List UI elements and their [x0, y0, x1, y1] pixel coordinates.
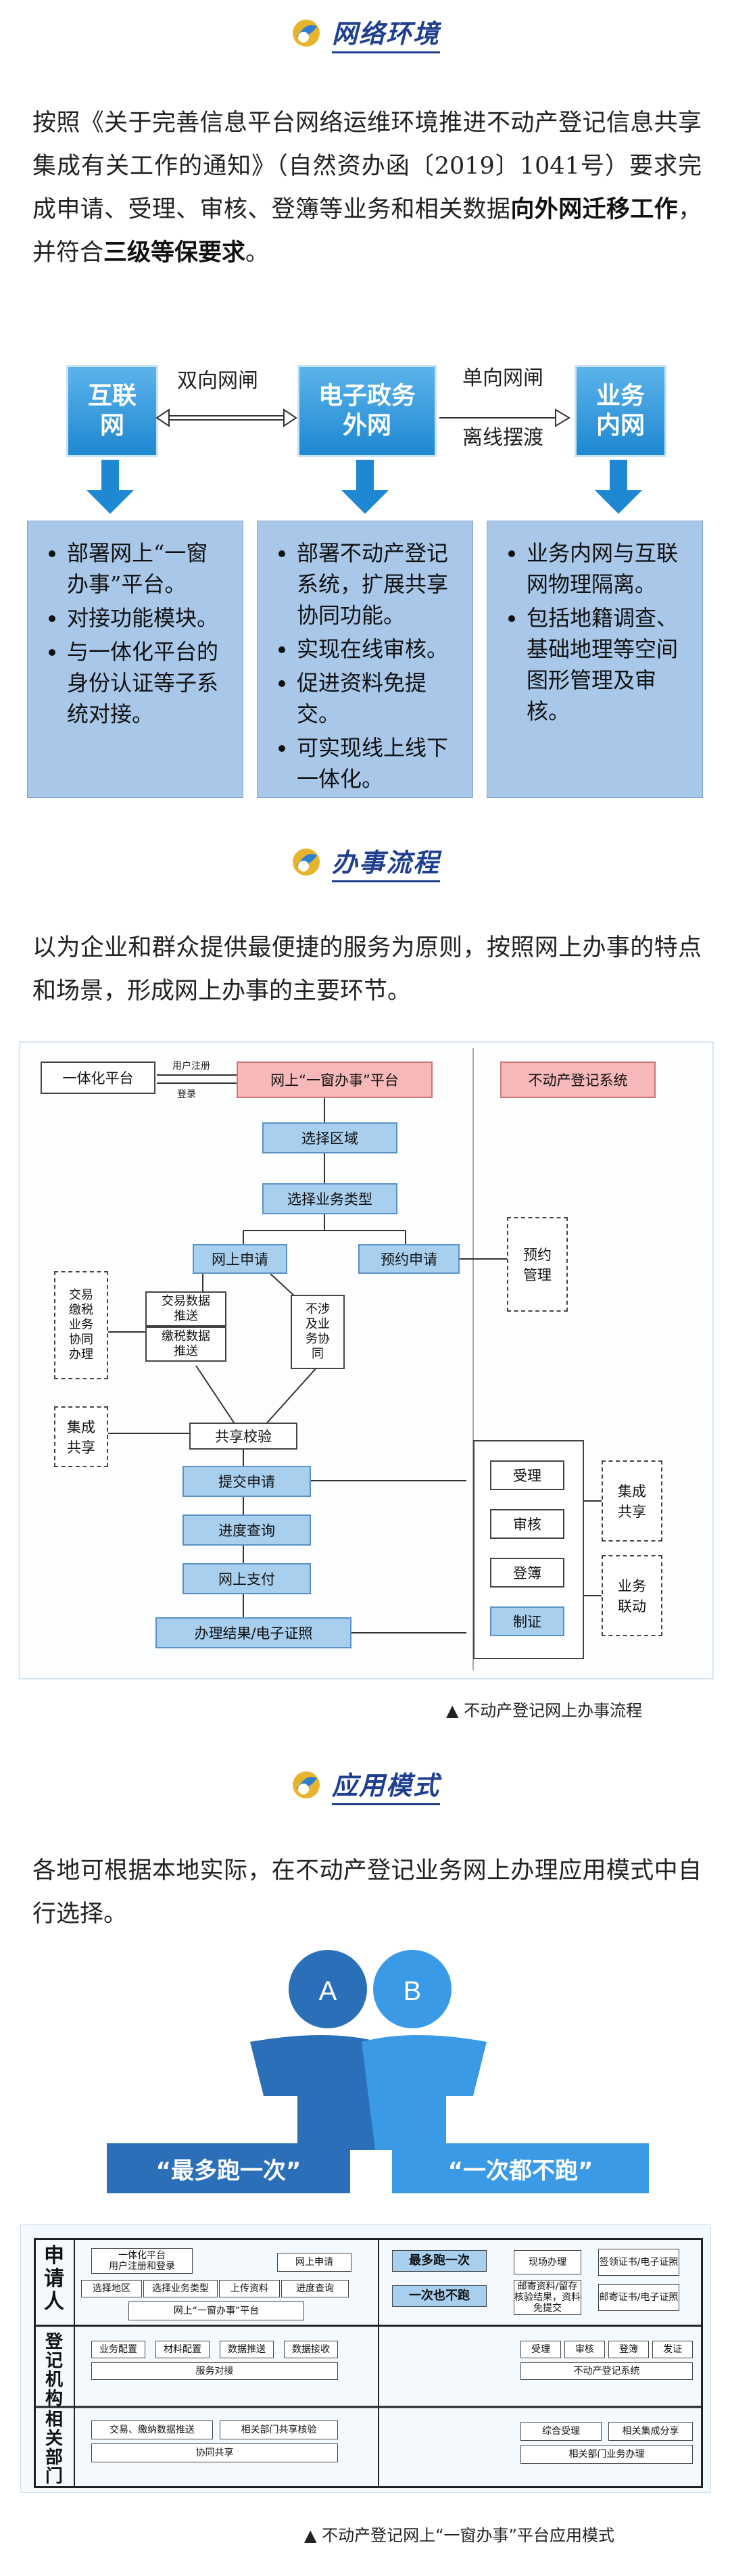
row-label-applicant: 申 请 人 — [44, 2244, 64, 2314]
leaf-logo-icon — [292, 849, 320, 876]
flow-login: 登录 — [177, 1089, 196, 1100]
flow-booking: 预约申请 — [358, 1244, 460, 1274]
mode-scene: 现场办理 — [514, 2250, 581, 2274]
mode-svc: 服务对接 — [91, 2362, 338, 2380]
flow-cert: 制证 — [490, 1606, 564, 1636]
link-label-oneway: 单向网闸 — [462, 366, 543, 390]
mode-data-recv: 数据接收 — [284, 2341, 338, 2358]
mode-accept: 受理 — [520, 2341, 561, 2358]
mode-never: 一次也不跑 — [392, 2285, 487, 2307]
network-links — [155, 408, 570, 427]
flow-integration-share: 集成 共享 — [54, 1406, 108, 1467]
flow-select-region: 选择区域 — [262, 1122, 397, 1153]
flow-yitihua: 一体化平台 — [41, 1062, 155, 1094]
flow-user-reg: 用户注册 — [172, 1061, 210, 1072]
link-label-bidirectional: 双向网闸 — [177, 369, 258, 393]
link-label-offline: 离线摆渡 — [462, 426, 543, 450]
row-label-registry: 登 记 机 构 — [45, 2332, 63, 2409]
flow-not-involved: 不涉 及业 务协 同 — [291, 1295, 345, 1369]
flow-trade-tax: 交易 缴税 业务 协同 办理 — [54, 1271, 108, 1379]
flow-tax-push: 缴税数据 推送 — [145, 1327, 226, 1362]
mode-progress: 进度查询 — [281, 2280, 349, 2297]
mode-bdc: 不动产登记系统 — [520, 2362, 693, 2380]
section-title-network: 网络环境 — [0, 9, 730, 57]
down-arrows — [87, 460, 642, 514]
flow-accept: 受理 — [490, 1460, 564, 1490]
mode-mail-cert: 邮寄证书/电子证照 — [598, 2284, 679, 2311]
internet-box: 互联 网 — [66, 365, 158, 457]
section-title-text: 应用模式 — [331, 1765, 440, 1805]
section-title-process: 办事流程 — [0, 838, 730, 886]
mode-mail: 邮寄资料/留存核验结果，资料免提交 — [514, 2280, 581, 2315]
flow-review: 审核 — [490, 1509, 564, 1539]
banner-most-once: “最多跑一次” — [107, 2143, 350, 2193]
intranet-features: 业务内网与互联网物理隔离。包括地籍调查、基础地理等空间图形管理及审核。 — [487, 521, 703, 798]
mode-data-push: 数据推送 — [220, 2341, 274, 2358]
mode-issue: 发证 — [652, 2341, 693, 2358]
mode-dept-check: 相关部门共享核验 — [220, 2420, 338, 2439]
mode-trade: 交易、缴纳数据推送 — [91, 2420, 213, 2439]
mode-table-dividers — [34, 2238, 703, 2488]
flow-wangshang-platform: 网上“一窗办事”平台 — [237, 1062, 433, 1098]
section-title-text: 办事流程 — [331, 842, 440, 882]
mode-upload: 上传资料 — [219, 2280, 280, 2297]
people-illustration: A B — [250, 1950, 487, 2150]
mode-sel-region: 选择地区 — [81, 2280, 142, 2297]
mode-yitihua: 一体化平台 用户注册和登录 — [91, 2248, 193, 2274]
mode-comp-share: 综合受理 — [520, 2422, 602, 2441]
process-intro-paragraph: 以为企业和群众提供最便捷的服务为原则，按照网上办事的特点和场景，形成网上办事的主… — [32, 934, 702, 1005]
flow-register: 登簿 — [490, 1558, 564, 1588]
mode-mat-cfg: 材料配置 — [155, 2341, 210, 2358]
flow-trade-push: 交易数据 推送 — [145, 1291, 226, 1327]
flow-share-check: 共享校验 — [189, 1423, 297, 1450]
egov-extranet-box: 电子政务 外网 — [297, 365, 437, 457]
mode-platform: 网上“一窗办事”平台 — [128, 2301, 304, 2320]
flow-progress: 进度查询 — [182, 1514, 311, 1546]
leaf-logo-icon — [292, 1771, 320, 1798]
section-title-mode: 应用模式 — [0, 1761, 730, 1809]
mode-intro-paragraph: 各地可根据本地实际，在不动产登记业务网上办理应用模式中自行选择。 — [32, 1857, 702, 1928]
mode-sign: 签领证书/电子证照 — [598, 2249, 679, 2276]
mode-sel-type: 选择业务类型 — [143, 2280, 218, 2297]
mode-register: 登簿 — [608, 2341, 649, 2358]
mode-review: 审核 — [564, 2341, 605, 2358]
extranet-features: 部署不动产登记系统，扩展共享协同功能。实现在线审核。促进资料免提交。可实现线上线… — [257, 521, 473, 798]
mode-table — [34, 2238, 703, 2488]
mode-dept-int: 相关集成分享 — [608, 2422, 693, 2441]
flow-booking-mgmt: 预约 管理 — [507, 1217, 568, 1312]
flowchart-lines — [108, 1048, 602, 1670]
flow-bdc-system: 不动产登记系统 — [500, 1062, 656, 1098]
leaf-logo-icon — [292, 20, 320, 47]
mode-biz-cfg: 业务配置 — [91, 2341, 145, 2358]
mode-caption: ▲ 不动产登记网上“一窗办事”平台应用模式 — [304, 2526, 614, 2545]
flow-int-share-right: 集成 共享 — [602, 1460, 662, 1542]
process-caption: ▲ 不动产登记网上办事流程 — [446, 1701, 643, 1720]
flow-select-type: 选择业务类型 — [262, 1183, 397, 1214]
flow-submit: 提交申请 — [182, 1466, 311, 1497]
flow-result: 办理结果/电子证照 — [155, 1617, 351, 1648]
banner-never: “一次都不跑” — [392, 2143, 649, 2193]
person-a-label: A — [319, 1976, 337, 2006]
flow-online-apply: 网上申请 — [193, 1244, 287, 1274]
mode-online: 网上申请 — [277, 2253, 351, 2272]
mode-most-once: 最多跑一次 — [392, 2250, 487, 2272]
flow-linkage: 业务 联动 — [602, 1555, 662, 1636]
section-title-text: 网络环境 — [331, 13, 440, 53]
flow-pay: 网上支付 — [182, 1563, 311, 1594]
row-label-departments: 相 关 部 门 — [45, 2410, 63, 2487]
person-b-label: B — [404, 1976, 422, 2006]
business-intranet-box: 业务 内网 — [575, 365, 666, 457]
network-intro-paragraph: 按照《关于完善信息平台网络运维环境推进不动产登记信息共享集成有关工作的通知》（自… — [32, 110, 702, 266]
mode-collab: 协同共享 — [91, 2443, 338, 2462]
internet-features: 部署网上“一窗办事”平台。对接功能模块。与一体化平台的身份认证等子系统对接。 — [27, 521, 243, 798]
mode-dept-biz: 相关部门业务办理 — [520, 2445, 693, 2464]
